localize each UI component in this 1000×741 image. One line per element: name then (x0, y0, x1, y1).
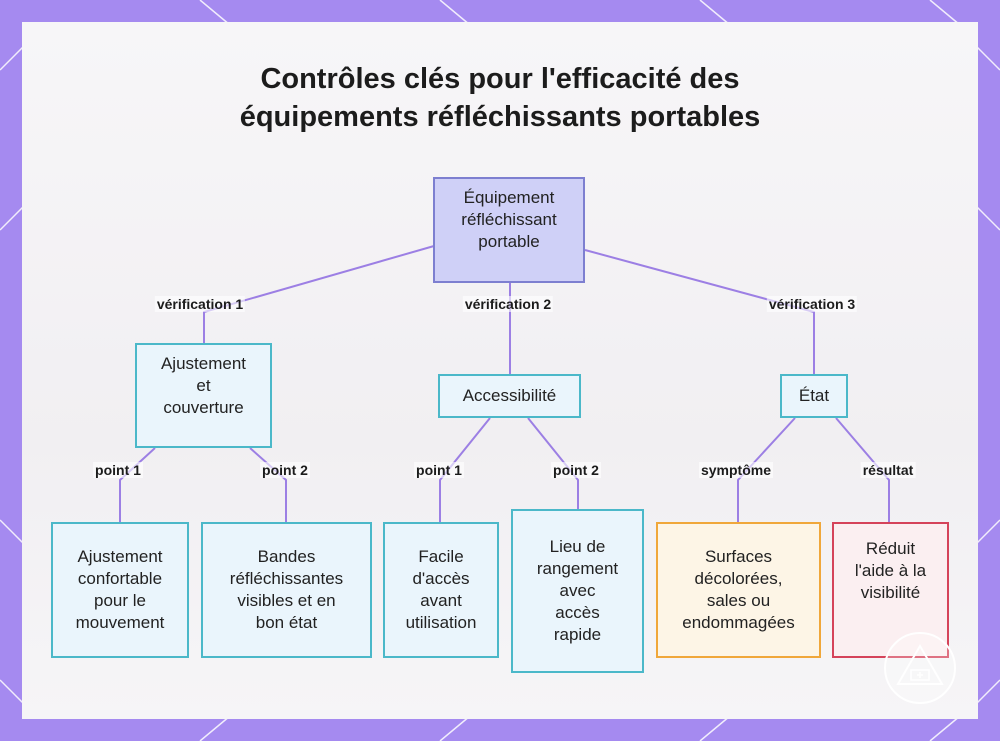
node-line: Ajustement (160, 354, 247, 373)
node-line: visibles et en (237, 591, 336, 610)
node-line: Accessibilité (462, 385, 557, 405)
node-line: sales ou (706, 591, 771, 610)
warning-triangle-logo-icon (884, 632, 956, 704)
leaf-lieu-rangement: Lieu de rangement avec accès rapide (511, 509, 644, 673)
edge-label-symptome: symptôme (698, 462, 774, 478)
node-line: décolorées, (694, 568, 783, 588)
node-line: avec (559, 580, 596, 600)
node-line: utilisation (405, 613, 477, 633)
root-node-line: réfléchissant (461, 210, 557, 230)
node-line: bon état (255, 613, 318, 633)
node-line: confortable (77, 568, 163, 588)
node-etat: État (780, 374, 848, 418)
node-line: mouvement (75, 613, 165, 633)
leaf-surfaces-symptome: Surfaces décolorées, sales ou endommagée… (656, 522, 821, 658)
node-line: avant (420, 591, 462, 610)
edge-label-point-1: point 1 (93, 462, 143, 478)
root-node-line: Équipement (463, 188, 555, 207)
node-line: et (196, 376, 211, 396)
node-accessibilite: Accessibilité (438, 374, 581, 418)
node-line: Réduit (865, 539, 916, 558)
node-line: Bandes (257, 546, 316, 566)
node-line: Lieu de (549, 536, 606, 556)
node-line: réfléchissantes (229, 568, 344, 588)
leaf-reduit-visibilite-resultat: Réduit l'aide à la visibilité (832, 522, 949, 658)
leaf-facile-acces: Facile d'accès avant utilisation (383, 522, 499, 658)
edge-label-verification-2: vérification 2 (462, 296, 554, 312)
node-line: couverture (163, 398, 244, 418)
root-node-line: portable (478, 232, 540, 252)
node-line: pour le (94, 591, 146, 610)
node-line: accès (555, 603, 600, 623)
node-ajustement-couverture: Ajustement et couverture (135, 343, 272, 448)
root-node: Équipement réfléchissant portable (433, 177, 585, 283)
node-line: rangement (536, 558, 619, 578)
edge-label-verification-1: vérification 1 (154, 296, 246, 312)
leaf-ajustement-confortable: Ajustement confortable pour le mouvement (51, 522, 189, 658)
node-line: l'aide à la (854, 561, 927, 581)
node-line: d'accès (412, 568, 470, 588)
diagram-title-line-1: Contrôles clés pour l'efficacité des (260, 63, 740, 95)
node-line: Facile (418, 546, 464, 566)
edge-label-verification-3: vérification 3 (766, 296, 858, 312)
node-line: Surfaces (704, 546, 773, 566)
edge-label-point-2: point 2 (551, 462, 601, 478)
node-line: État (798, 385, 830, 405)
edge-label-point-1: point 1 (414, 462, 464, 478)
edge-label-point-2: point 2 (260, 462, 310, 478)
diagram-title-line-2: équipements réfléchissants portables (239, 101, 761, 133)
node-line: Ajustement (77, 546, 163, 566)
edge-label-resultat: résultat (860, 462, 916, 478)
node-line: visibilité (860, 583, 921, 603)
node-line: endommagées (682, 613, 795, 633)
node-line: rapide (553, 625, 602, 645)
leaf-bandes-reflechissantes: Bandes réfléchissantes visibles et en bo… (201, 522, 372, 658)
